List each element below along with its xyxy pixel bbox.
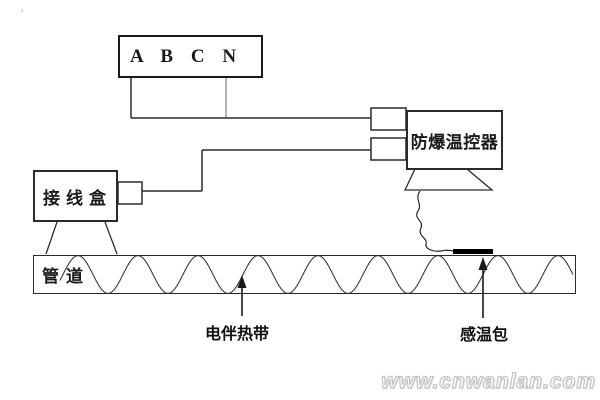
thermostat-stand: [403, 168, 494, 191]
capillary-tube: [416, 190, 454, 252]
watermark-text: www.cnwanlan.com: [381, 369, 596, 393]
thermostat-label: 防爆温控器: [410, 132, 499, 152]
sensor-bulb-bar: [453, 249, 493, 254]
sensor-arrow-head: [478, 257, 488, 270]
corner-tick-mark: ': [21, 8, 24, 20]
pipe: 管道: [33, 255, 576, 294]
cable-arrow-head: [237, 275, 247, 288]
junction-leg-left: [45, 221, 58, 255]
junction-box-port: [117, 181, 143, 205]
junction-leg-right: [104, 221, 118, 255]
heating-cable-label: 电伴热带: [204, 326, 269, 343]
power-phase-label: A B C N: [130, 45, 241, 67]
thermostat-port-bottom: [370, 137, 407, 161]
thermostat-box: 防爆温控器: [406, 110, 503, 170]
sensor-bulb-label: 感温包: [459, 327, 508, 344]
junction-box-label: 接线盒: [43, 188, 112, 208]
thermostat-port-top: [370, 107, 407, 131]
power-phase-box: A B C N: [118, 35, 263, 78]
pipe-label: 管道: [42, 267, 90, 286]
junction-box: 接线盒: [33, 170, 118, 222]
